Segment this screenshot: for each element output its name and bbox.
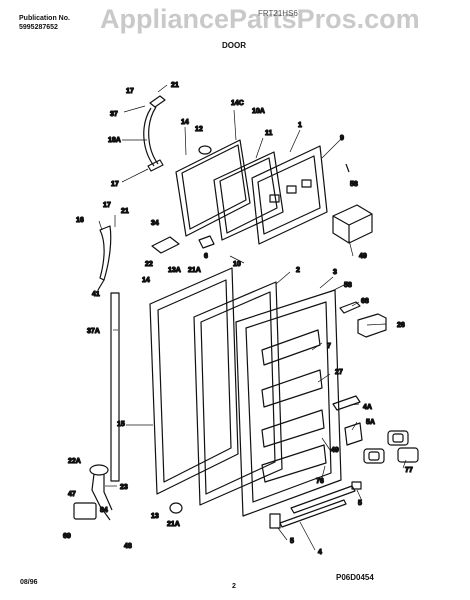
callout: 4: [318, 549, 322, 556]
callout: 41: [92, 291, 100, 298]
callout: 84: [100, 507, 108, 514]
callout: 6: [204, 253, 208, 260]
callout: 14: [181, 119, 189, 126]
egg-cups: [363, 430, 419, 464]
freezer-liner: [251, 145, 328, 245]
callout: 49: [331, 447, 339, 454]
callout: 23: [120, 484, 128, 491]
model-number: FRT21HS6: [258, 9, 298, 18]
freezer-shelf: [332, 204, 373, 244]
callout: 21A: [167, 521, 180, 528]
callout: 2: [296, 267, 300, 274]
callout: 69: [63, 533, 71, 540]
door-bin-26: [357, 313, 387, 338]
callout: 18A: [108, 137, 121, 144]
part-5: [269, 513, 281, 529]
callout: 11: [265, 130, 273, 137]
callout: 26: [397, 322, 405, 329]
publication-number: 5995287652: [19, 24, 58, 31]
callout: 13: [151, 513, 159, 520]
freezer-door-outer: [175, 139, 251, 237]
bottom-hinge: [73, 464, 113, 521]
callout: 22A: [68, 458, 81, 465]
callout: 48: [124, 543, 132, 550]
bottom-trim-4: [279, 499, 347, 528]
page-number: 2: [232, 583, 236, 590]
callout: 17: [126, 88, 134, 95]
callout: 15: [117, 421, 125, 428]
callout: 10: [233, 261, 241, 268]
callout: 14C: [231, 100, 244, 107]
fresh-food-gasket: [193, 281, 283, 506]
callout: 4A: [363, 404, 372, 411]
callout: 5: [358, 500, 362, 507]
callout: 58: [344, 282, 352, 289]
screw-58: [345, 163, 350, 173]
callout: 76: [316, 478, 324, 485]
callout: 21: [121, 208, 129, 215]
publication-label: Publication No.: [19, 15, 70, 22]
dairy-cover-68: [339, 301, 361, 314]
callout: 21A: [188, 267, 201, 274]
section-title: DOOR: [222, 41, 246, 50]
callout: 68: [361, 298, 369, 305]
callout: 58: [350, 181, 358, 188]
watermark: AppliancePartsPros.com: [100, 4, 420, 34]
callout: 22: [145, 261, 153, 268]
callout: 7: [327, 343, 331, 350]
callout: 37: [110, 111, 118, 118]
plug-button: [198, 145, 212, 155]
fresh-food-handle: [110, 292, 120, 482]
callout: 17: [103, 202, 111, 209]
bracket-5a: [344, 422, 363, 446]
lower-hinge: [97, 225, 112, 291]
freezer-gasket: [213, 151, 284, 241]
callout: 77: [405, 467, 413, 474]
callout: 49: [359, 253, 367, 260]
part-13: [169, 502, 183, 514]
freezer-handle: [143, 95, 166, 172]
callout: 12: [195, 126, 203, 133]
callout: 13A: [168, 267, 181, 274]
callout: 3: [333, 269, 337, 276]
callout: 9: [340, 135, 344, 142]
callout: 5A: [366, 419, 375, 426]
callout: 5: [290, 538, 294, 545]
callout: 21: [171, 82, 179, 89]
callout: 37A: [87, 328, 100, 335]
callout: 14: [142, 277, 150, 284]
callout: 1: [298, 122, 302, 129]
figure-reference: P06D0454: [336, 573, 374, 582]
bottom-trim-76: [290, 485, 356, 514]
callout: 34: [151, 220, 159, 227]
part-5-right: [351, 481, 362, 490]
callout: 16: [76, 217, 84, 224]
callout: 10A: [252, 108, 265, 115]
callout: 27: [335, 369, 343, 376]
hinge-cover: [151, 235, 215, 254]
bracket-4a: [332, 395, 361, 411]
callout: 17: [111, 181, 119, 188]
fresh-food-liner: [235, 289, 342, 517]
callout: 47: [68, 491, 76, 498]
fresh-food-door-outer: [149, 267, 239, 495]
footer-date: 08/96: [20, 579, 38, 586]
